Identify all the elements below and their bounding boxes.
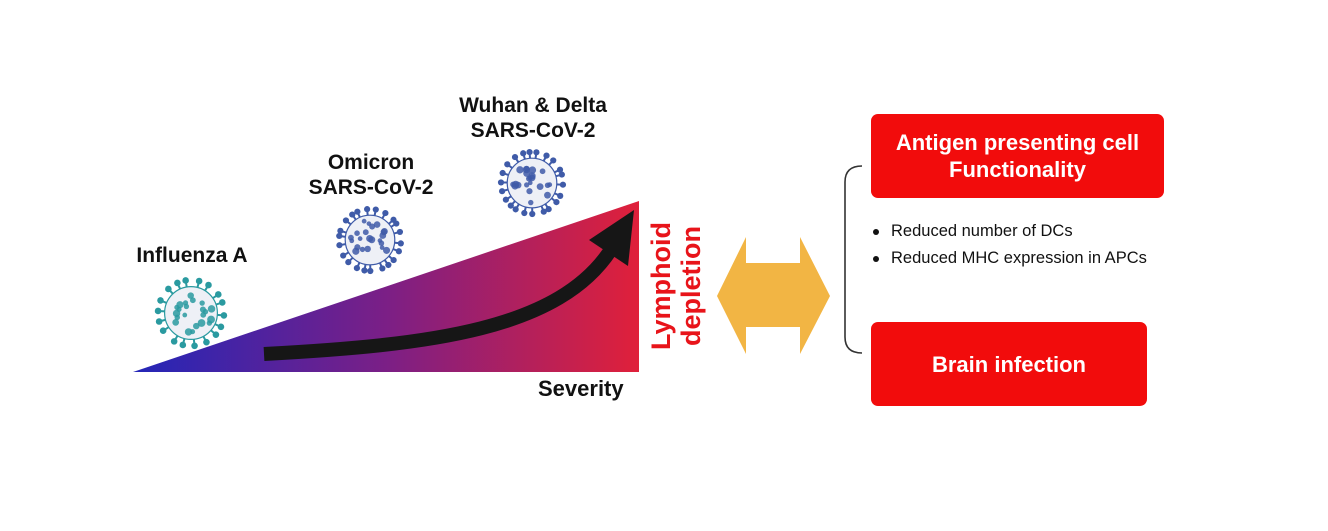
omicron-label: Omicron SARS-CoV-2 — [296, 150, 446, 200]
apc-box-line2: Functionality — [949, 157, 1086, 182]
progression-arrow — [263, 244, 618, 361]
list-item-text: Reduced MHC expression in APCs — [891, 249, 1147, 267]
list-item: Reduced number of DCs — [872, 218, 1147, 245]
severity-wedge — [133, 201, 639, 372]
omicron-virus-icon — [336, 206, 404, 275]
influenza-label: Influenza A — [136, 244, 248, 267]
influenza-virus-icon — [154, 277, 228, 350]
wuhan-delta-virus-icon — [497, 148, 567, 218]
effects-list: Reduced number of DCs Reduced MHC expres… — [872, 218, 1147, 272]
apc-box-line1: Antigen presenting cell — [895, 130, 1140, 155]
progression-arrowhead — [589, 210, 634, 266]
bullet-dot — [873, 256, 879, 262]
bracket — [844, 165, 863, 354]
bullet-dot — [873, 229, 879, 235]
severity-label: Severity — [538, 376, 624, 401]
wuhan-delta-label-line2: SARS-CoV-2 — [470, 119, 596, 142]
brain-infection-box: Brain infection — [871, 322, 1147, 406]
wuhan-delta-label-line1: Wuhan & Delta — [459, 94, 607, 117]
omicron-label-line2: SARS-CoV-2 — [308, 176, 434, 199]
lymphoid-label-line2: depletion — [676, 226, 706, 346]
brain-box-label: Brain infection — [931, 351, 1086, 377]
lymphoid-label-line1: Lymphoid — [646, 222, 676, 350]
double-headed-arrow-icon — [717, 237, 830, 354]
apc-functionality-box: Antigen presenting cell Functionality — [871, 114, 1164, 198]
wuhan-delta-label: Wuhan & Delta SARS-CoV-2 — [440, 93, 626, 143]
omicron-label-line1: Omicron — [327, 151, 415, 174]
list-item-text: Reduced number of DCs — [891, 222, 1073, 240]
list-item: Reduced MHC expression in APCs — [872, 245, 1147, 272]
